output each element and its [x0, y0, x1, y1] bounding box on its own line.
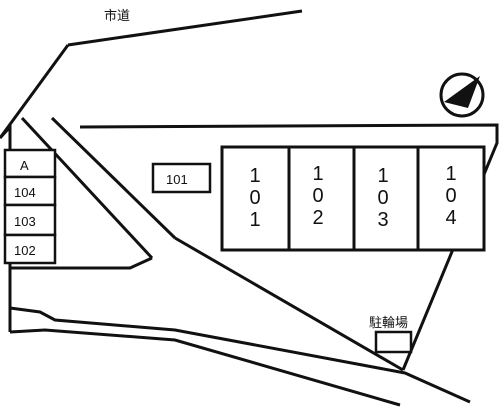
left-stall-a: [3, 148, 57, 179]
property-inner-diagonal: [174, 236, 404, 372]
unit-103: [352, 145, 420, 252]
unit-number-digit: 0: [377, 187, 388, 209]
unit-number-digit: 0: [312, 185, 323, 207]
unit-102: [287, 145, 356, 252]
unit-number-digit: 0: [249, 187, 260, 209]
left-stall-label: 102: [14, 243, 36, 258]
access-road-edge-lower: [50, 116, 177, 240]
lot-inner-line: [10, 256, 153, 270]
bicycle-parking-label: 駐輪場: [369, 315, 408, 331]
left-stall-label: 104: [14, 185, 36, 200]
unit-number-digit: 3: [377, 209, 388, 231]
bottom-road-edge-upper: [9, 306, 471, 404]
north-arrow-icon: [439, 72, 485, 118]
bicycle-parking-area: [374, 330, 413, 354]
unit-number-digit: 1: [249, 209, 260, 231]
property-boundary: [79, 123, 499, 371]
unit-number-digit: 1: [445, 163, 456, 185]
unit-number-digit: 0: [445, 185, 456, 207]
bottom-road-edge-lower: [9, 328, 401, 407]
unit-number-digit: 1: [312, 163, 323, 185]
unit-number-digit: 1: [377, 165, 388, 187]
access-road-edge-upper: [20, 116, 154, 260]
road-label: 市道: [104, 8, 130, 24]
unit-number-digit: 2: [312, 207, 323, 229]
left-stall-label: 103: [14, 214, 36, 229]
city-road-edge: [67, 9, 303, 47]
unit-101: [220, 145, 291, 252]
left-boundary-line: [0, 44, 70, 139]
parking-stall-label: 101: [166, 172, 188, 187]
unit-number-digit: 4: [445, 207, 456, 229]
left-stall-102: [3, 233, 57, 265]
unit-number-digit: 1: [249, 165, 260, 187]
left-stall-label: A: [20, 158, 29, 173]
parking-stall-101: [151, 162, 212, 194]
unit-104: [416, 145, 486, 252]
